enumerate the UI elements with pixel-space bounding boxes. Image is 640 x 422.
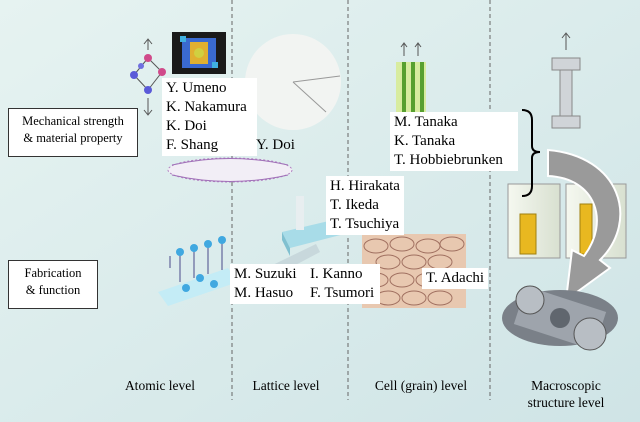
researcher-name: H. Hirakata: [330, 178, 400, 194]
researcher-name: T. Hobbiebrunken: [394, 152, 503, 168]
molecular-model-icon: [130, 54, 166, 94]
researcher-name: T. Tsuchiya: [330, 216, 400, 232]
researcher-name: F. Tsumori: [310, 285, 375, 301]
tensile-specimen: [551, 57, 581, 129]
bracket: [521, 109, 541, 197]
researcher-lattice-top: Y. Doi: [252, 135, 299, 156]
researchers-macro-group: M. Tanaka K. Tanaka T. Hobbiebrunken: [390, 112, 518, 171]
level-label-line: structure level: [527, 395, 605, 410]
level-label-line: Macroscopic: [531, 378, 601, 393]
researcher-name: T. Ikeda: [330, 197, 379, 213]
level-label-lattice: Lattice level: [252, 378, 320, 393]
row-label-line: & material property: [23, 131, 123, 145]
researcher-name: I. Kanno: [310, 266, 363, 282]
crystal-render: [172, 32, 226, 74]
researcher-name: F. Shang: [166, 137, 219, 153]
row-label-line: Mechanical strength: [22, 114, 124, 128]
researcher-name: M. Suzuki: [234, 266, 297, 282]
fiber-composite: [396, 62, 426, 120]
row-label-fabrication: Fabrication & function: [8, 260, 98, 309]
curved-arrow: [547, 148, 622, 303]
gear-machine: [502, 285, 618, 351]
researchers-cell-group: H. Hirakata T. Ikeda T. Tsuchiya: [326, 176, 404, 235]
researcher-name: K. Tanaka: [394, 133, 456, 149]
level-label-atomic: Atomic level: [124, 378, 196, 393]
researcher-cell-bottom: T. Adachi: [422, 268, 489, 289]
researcher-name: M. Hasuo: [234, 285, 294, 301]
level-label-cell: Cell (grain) level: [374, 378, 468, 393]
down-arrow-icon: [143, 98, 153, 116]
researcher-name: K. Nakamura: [166, 99, 247, 115]
researcher-name: K. Doi: [166, 118, 207, 134]
double-up-arrow-icon: [400, 42, 422, 56]
researcher-name: M. Tanaka: [394, 114, 458, 130]
up-arrow-icon: [561, 32, 571, 50]
level-label-macro: Macroscopic structure level: [506, 377, 626, 411]
up-arrow-icon: [143, 38, 153, 50]
nanotube: [167, 157, 293, 183]
researchers-fabrication-group: M. Suzuki M. Hasuo I. Kanno F. Tsumori: [230, 264, 380, 304]
atomic-fabrication: [158, 236, 238, 306]
row-label-mechanical: Mechanical strength & material property: [8, 108, 138, 157]
researchers-atomic-group: Y. Umeno K. Nakamura K. Doi F. Shang: [162, 78, 257, 156]
row-label-line: & function: [25, 283, 81, 297]
row-label-line: Fabrication: [24, 266, 82, 280]
researcher-name: T. Adachi: [426, 270, 485, 286]
researcher-name: Y. Doi: [256, 137, 295, 153]
lattice-disc: [245, 34, 341, 130]
researcher-name: Y. Umeno: [166, 80, 227, 96]
